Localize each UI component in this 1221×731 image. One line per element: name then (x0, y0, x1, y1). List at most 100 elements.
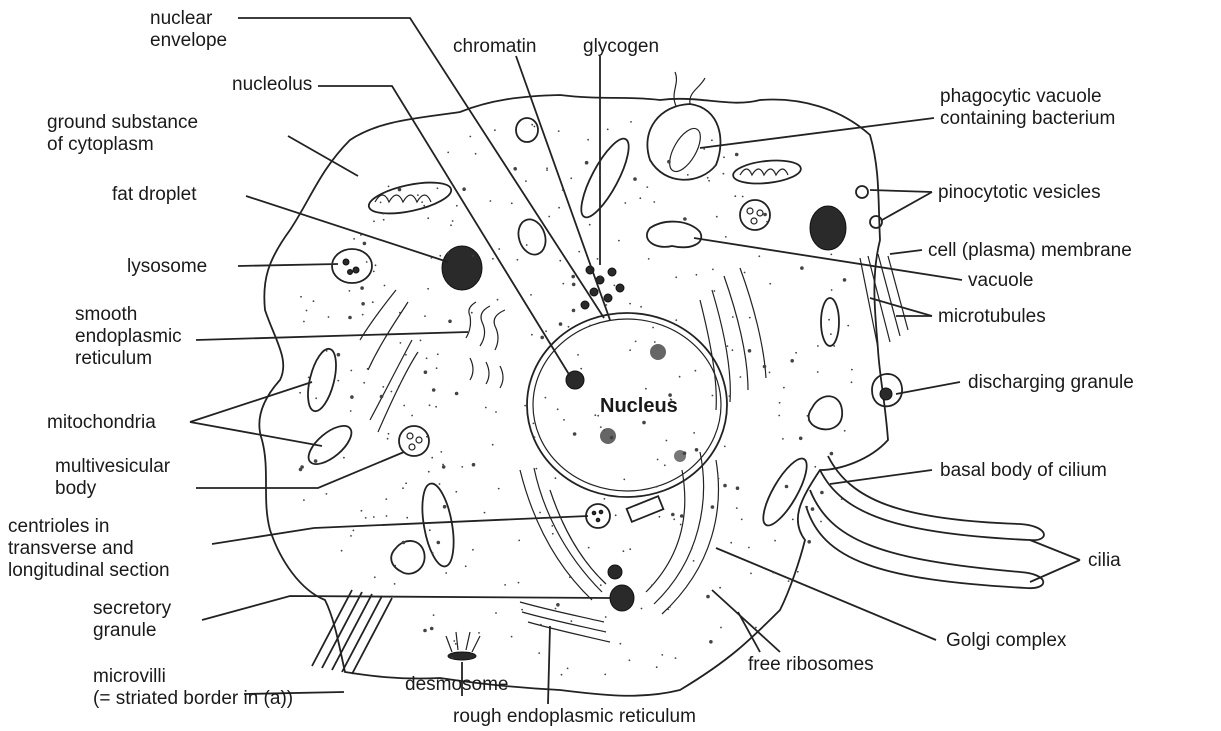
stipple-dot (742, 196, 744, 198)
stipple-dot (303, 321, 305, 323)
stipple-dot (337, 380, 339, 382)
stipple-dot (568, 326, 570, 328)
stipple-dot (605, 304, 607, 306)
stipple-dot (589, 224, 591, 226)
stipple-dot (711, 139, 713, 141)
stipple-dot (300, 296, 302, 298)
stipple-dot (633, 177, 637, 181)
stipple-dot (513, 167, 517, 171)
stipple-dot (736, 486, 740, 490)
stipple-dot (792, 519, 794, 521)
stipple-dot (548, 216, 550, 218)
glycogen-granule (581, 301, 589, 309)
stipple-dot (439, 255, 441, 257)
stipple-dot (755, 627, 757, 629)
stipple-dot (843, 278, 847, 282)
stipple-dot (769, 372, 771, 374)
stipple-dot (732, 349, 734, 351)
lysosome-shape (332, 249, 372, 283)
stipple-dot (366, 261, 368, 263)
leader-smooth-er (196, 332, 468, 340)
leader-phagocytic-vacuole (700, 118, 934, 148)
fat-droplet-right (810, 206, 846, 250)
stipple-dot (437, 353, 439, 355)
stipple-dot (448, 320, 452, 324)
stipple-dot (362, 314, 364, 316)
stipple-dot (372, 301, 374, 303)
stipple-dot (545, 330, 547, 332)
stipple-dot (331, 263, 333, 265)
label-cilia: cilia (1088, 550, 1121, 571)
stipple-dot (452, 220, 454, 222)
stipple-dot (361, 302, 365, 306)
stipple-dot (315, 397, 317, 399)
stipple-dot (800, 266, 804, 270)
stipple-dot (374, 576, 376, 578)
leader-pinocytotic-2 (882, 192, 932, 220)
stipple-dot (472, 549, 474, 551)
nucleus: Nucleus (527, 313, 727, 497)
stipple-dot (610, 436, 614, 440)
stipple-dot (683, 217, 687, 221)
stipple-dot (495, 411, 497, 413)
leader-mitochondria-1 (190, 382, 312, 422)
stipple-dot (405, 482, 407, 484)
stipple-dot (429, 529, 431, 531)
stipple-dot (648, 258, 650, 260)
stipple-dot (432, 552, 434, 554)
stipple-dot (442, 465, 446, 469)
stipple-dot (455, 643, 457, 645)
stipple-dot (386, 515, 388, 517)
stipple-dot (580, 368, 582, 370)
stipple-dot (406, 517, 408, 519)
mitochondrion (417, 481, 459, 569)
stipple-dot (673, 518, 675, 520)
stipple-dot (696, 274, 698, 276)
stipple-dot (772, 572, 774, 574)
stipple-dot (536, 468, 538, 470)
stipple-dot (600, 275, 602, 277)
stipple-dot (469, 136, 471, 138)
stipple-dot (326, 350, 328, 352)
stipple-dot (830, 254, 832, 256)
stipple-dot (432, 388, 436, 392)
stipple-dot (394, 565, 396, 567)
stipple-dot (555, 477, 557, 479)
stipple-dot (769, 283, 771, 285)
stipple-dot (594, 414, 596, 416)
vacuole-shape-3 (391, 541, 424, 574)
stipple-dot (558, 130, 560, 132)
mitochondrion (514, 216, 550, 258)
stipple-dot (587, 139, 589, 141)
stipple-dot (341, 550, 343, 552)
stipple-dot (693, 432, 695, 434)
stipple-dot (531, 124, 533, 126)
stipple-dot (388, 186, 390, 188)
stipple-dot (424, 315, 426, 317)
stipple-dot (451, 657, 453, 659)
stipple-dot (599, 175, 601, 177)
stipple-dot (645, 388, 647, 390)
stipple-dot (426, 436, 428, 438)
stipple-dot (642, 421, 646, 425)
stipple-dot (671, 513, 675, 517)
stipple-dot (597, 258, 599, 260)
stipple-dot (718, 478, 720, 480)
stipple-dot (588, 547, 590, 549)
vacuole-shape (647, 222, 701, 248)
mitochondrion (303, 346, 342, 414)
stipple-dot (498, 248, 500, 250)
stipple-dot (539, 512, 541, 514)
stipple-dot (799, 437, 803, 441)
stipple-dot (492, 258, 494, 260)
stipple-dot (471, 312, 473, 314)
stipple-dot (350, 535, 352, 537)
stipple-dot (552, 533, 554, 535)
label-ground-substance: ground substanceof cytoplasm (47, 112, 198, 155)
stipple-dot (741, 519, 743, 521)
stipple-dot (382, 213, 384, 215)
stipple-dot (714, 290, 716, 292)
glycogen-granules (581, 266, 624, 309)
